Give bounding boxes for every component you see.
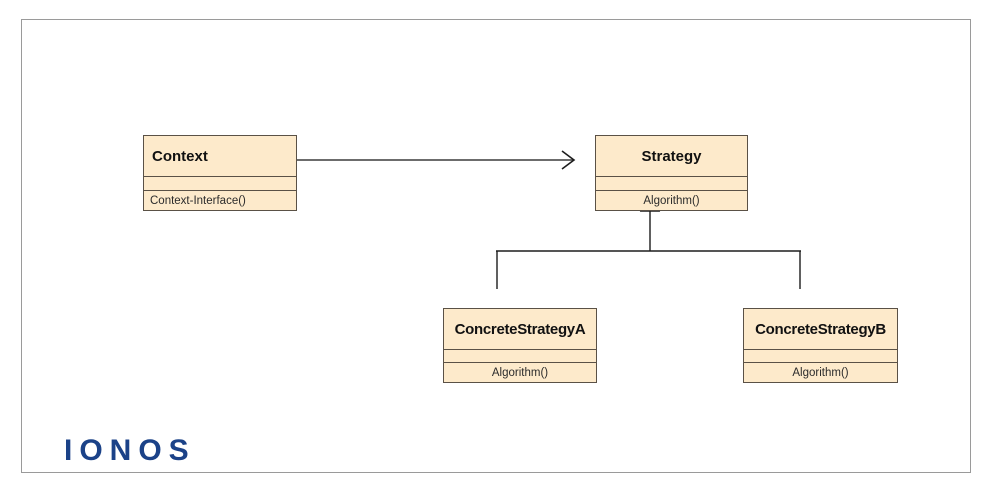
class-name-context: Context	[152, 147, 208, 165]
open-arrow-icon	[561, 150, 576, 170]
connector-layer	[22, 20, 972, 474]
class-attributes-context	[144, 176, 296, 190]
class-attributes-strategy	[596, 176, 747, 190]
diagram-frame: Context Context-Interface() Strategy Alg…	[21, 19, 971, 473]
uml-class-concrete-strategy-a[interactable]: ConcreteStrategyA Algorithm()	[443, 308, 597, 383]
uml-class-strategy[interactable]: Strategy Algorithm()	[595, 135, 748, 211]
uml-class-concrete-strategy-b[interactable]: ConcreteStrategyB Algorithm()	[743, 308, 898, 383]
relationship-context-strategy[interactable]	[274, 150, 576, 170]
class-operations-concrete-strategy-a: Algorithm()	[444, 362, 596, 382]
ionos-logo: IONOS	[64, 434, 196, 467]
class-name-concrete-strategy-a: ConcreteStrategyA	[454, 320, 586, 338]
uml-class-context[interactable]: Context Context-Interface()	[143, 135, 297, 211]
class-attributes-concrete-strategy-a	[444, 349, 596, 362]
class-operations-strategy: Algorithm()	[596, 190, 747, 210]
class-name-concrete-strategy-b: ConcreteStrategyB	[755, 320, 886, 338]
class-name-strategy: Strategy	[641, 147, 702, 165]
class-operations-concrete-strategy-b: Algorithm()	[744, 362, 897, 382]
class-operations-context: Context-Interface()	[144, 190, 296, 210]
class-attributes-concrete-strategy-b	[744, 349, 897, 362]
